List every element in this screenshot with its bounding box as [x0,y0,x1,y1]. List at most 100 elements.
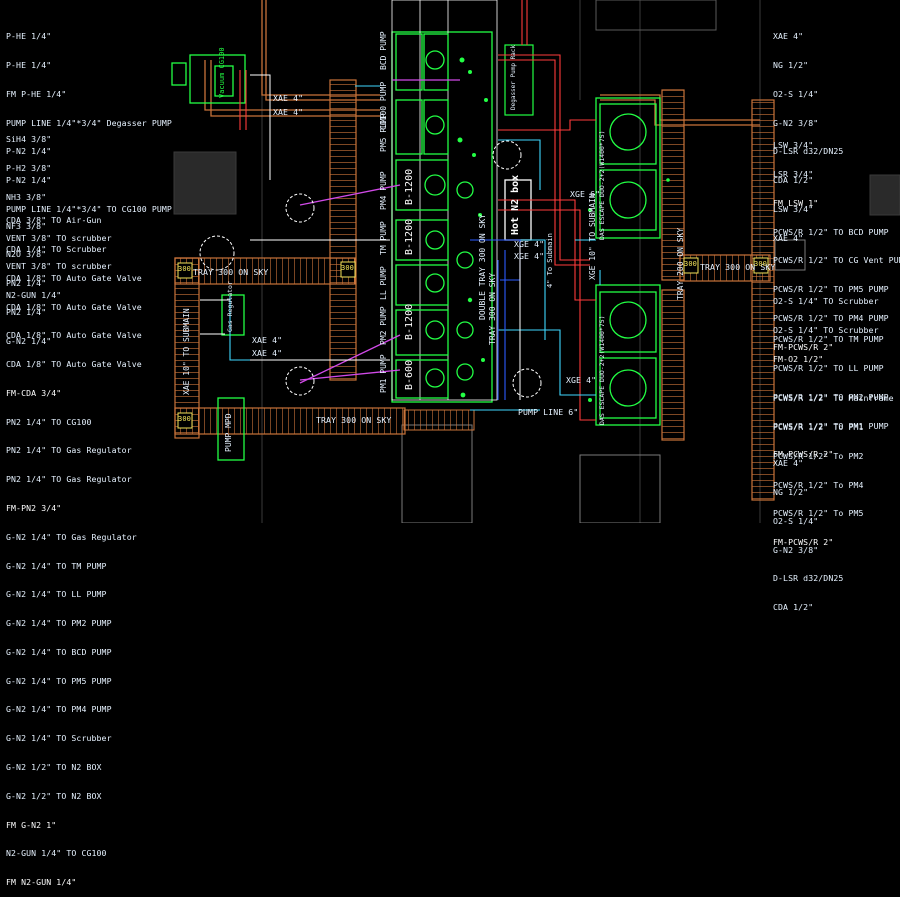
tray-right-vertical-top [661,89,685,281]
xae-label-2: XAE 4" [273,107,304,117]
label: PCWS/R 1/2" TO TM PUMP [773,334,884,345]
label: NG 1/2" [773,486,809,497]
label: PCWS/R 1/2" TO LL PUMP [773,362,884,373]
pump-label-pm4: PM4 PUMP [379,171,388,210]
label: NG 1/2" [773,59,809,70]
label: PCWS/R 1/2" TO BCD PUMP [773,226,889,237]
xge-label-4: XGE 4" [566,375,597,385]
to-submain-label: 4" To Submain [546,233,554,288]
label: D-LSR d32/DN25 [773,146,844,157]
label: CDA 1/4" TO Scrubber [6,243,107,254]
tray-width-tags [177,257,769,429]
pump-cells [395,33,474,399]
label: P-N2 1/4" [6,175,52,186]
tray-width-300-e: 300 [754,260,767,268]
tray-width-300-b: 300 [341,264,354,272]
label: FM-PCWS/R 2" [773,449,834,460]
xge-label-1: XGE 6" [570,189,601,199]
white-pipes [200,74,521,400]
double-tray-label: DOUBLE TRAY 300 ON SKY [478,214,487,320]
label: XAE 4" [773,232,804,243]
pump-label-tm: TM PUMP [379,221,388,255]
label: FM LSW 1" [773,197,819,208]
label: G-N2 1/4" TO LL PUMP [6,589,107,600]
tray-width-300-d: 300 [684,260,697,268]
label: PN2 1/4" TO Gas Regulator [6,445,132,456]
tray-label-left: TRAY 300 ON SKY [193,267,269,277]
label: CDA 1/2" [773,602,814,613]
label: PCWS/R 1/2" To PM1 [773,421,864,432]
label: G-N2 1/4" TO BCD PUMP [6,646,112,657]
label: G-N2 3/8" [773,117,819,128]
pump-line-label: PUMP LINE 6" [518,407,579,417]
label: CDA 1/8" TO Auto Gate Valve [6,330,142,341]
label: PCWS/R 1/2" TO PM2 PUMP [773,391,889,402]
xge-label-3: XGE 4" [514,251,545,261]
unit-label-2: B-1200 [404,218,415,255]
label: SiH4 3/8" [6,134,52,145]
label: PUMP LINE 1/4"*3/4" TO CG100 PUMP [6,203,172,214]
label: G-N2 1/4" TO PM5 PUMP [6,675,112,686]
vacuum-cg100-label: Vacuum CG100 [218,47,226,98]
pump-label-ll: LL PUMP [379,266,388,300]
label: N2-GUN 1/4" [6,290,62,301]
label: XAE 4" [773,31,804,42]
label: PCWS/R 1/2" To PM4 [773,479,864,490]
label: CDA 1/8" TO Auto Gate Valve [6,301,142,312]
label: CDA 1/8" TO Auto Gate Valve [6,272,142,283]
unit-label-1: B-1200 [404,168,415,205]
label: PN2 1/4" [6,306,47,317]
tray-mid-vertical-label: TRAY 300 ON SKY [488,272,497,345]
label: FM P-HE 1/4" [6,88,67,99]
right-labels-pcws2: PCWS/R 1/2" TO TM PUMP PCWS/R 1/2" TO LL… [773,316,889,470]
tray-label-right: TRAY 300 ON SKY [700,262,776,272]
tray-label-bottom: TRAY 300 ON SKY [316,415,392,425]
daisy-label-1: DAS ESCAPE DUO-2+2(W1400*75) [598,130,606,240]
label: VENT 3/8" TO scrubber [6,261,112,272]
xae-label-1: XAE 4" [273,93,304,103]
label: CDA 1/2" [773,175,814,186]
label: NH3 3/8" [6,191,47,202]
label: P-HE 1/4" [6,31,52,42]
label: P-N2 1/4" [6,146,52,157]
xae-submain-label: XAE 10" TO SUBMAIN [182,308,191,395]
magenta-pipes [299,79,460,384]
label: XAE 4" [773,458,804,469]
label: CDA 1/8" TO Auto Gate Valve [6,359,142,370]
red-pipes [239,0,596,421]
label: O2-S 1/4" [773,88,819,99]
label: PN2 1/4" TO CG100 [6,416,92,427]
tray-mid-vertical [329,79,357,381]
tray-right-vertical-label: TRAY 200 ON SKY [676,227,685,300]
right-pump-modules [595,97,661,426]
label: PCWS/R 1/2" To Mainframe [773,393,894,404]
dashed-circles [199,140,542,398]
label: P-H2 3/8" [6,162,52,173]
pump-label-bcd: BCD PUMP [379,31,388,70]
label: O2-S 1/4" TO Scrubber [773,324,879,335]
label: G-N2 1/4" TO PM4 PUMP [6,704,112,715]
tray-width-300-a: 300 [178,265,191,273]
pump-mpd-label: PUMP MPD [224,413,233,452]
left-labels-mid: SiH4 3/8" P-H2 3/8" NH3 3/8" NF3 3/8" N2… [6,116,51,356]
label: D-LSR d32/DN25 [773,573,844,584]
label: LSW 3/4" [773,140,814,151]
left-labels-low: CDA 3/8" TO Air-Gun CDA 1/4" TO Scrubber… [6,197,142,897]
label: PCWS/R 1/2" To PM5 [773,508,864,519]
label: FM-PCWS/R 2" [773,341,834,352]
pump-label-pm5: PM5 PUMP [379,113,388,152]
label: G-N2 1/4" [6,335,52,346]
hot-n2-box-label: Hot N2 box [510,174,521,235]
right-labels-bottom: XAE 4" NG 1/2" O2-S 1/4" G-N2 3/8" D-LSR… [773,440,843,622]
label: N2O 3/8" [6,249,47,260]
gas-regulator-box [217,294,245,461]
right-labels-o2: O2-S 1/4" TO Scrubber O2-S 1/4" TO Scrub… [773,278,879,374]
left-labels-top: P-HE 1/4" P-HE 1/4" FM P-HE 1/4" PUMP LI… [6,13,172,310]
label: G-N2 1/2" TO N2 BOX [6,762,102,773]
xge-label-2: XGE 4" [514,239,545,249]
label: FM G-N2 1" [6,819,57,830]
label: PCWS/R 1/2" TO CG Vent PUMP [773,255,900,266]
unit-label-4: B-600 [404,359,415,390]
xae-label-4: XAE 4" [252,348,283,358]
cad-drawing-canvas [171,0,900,523]
